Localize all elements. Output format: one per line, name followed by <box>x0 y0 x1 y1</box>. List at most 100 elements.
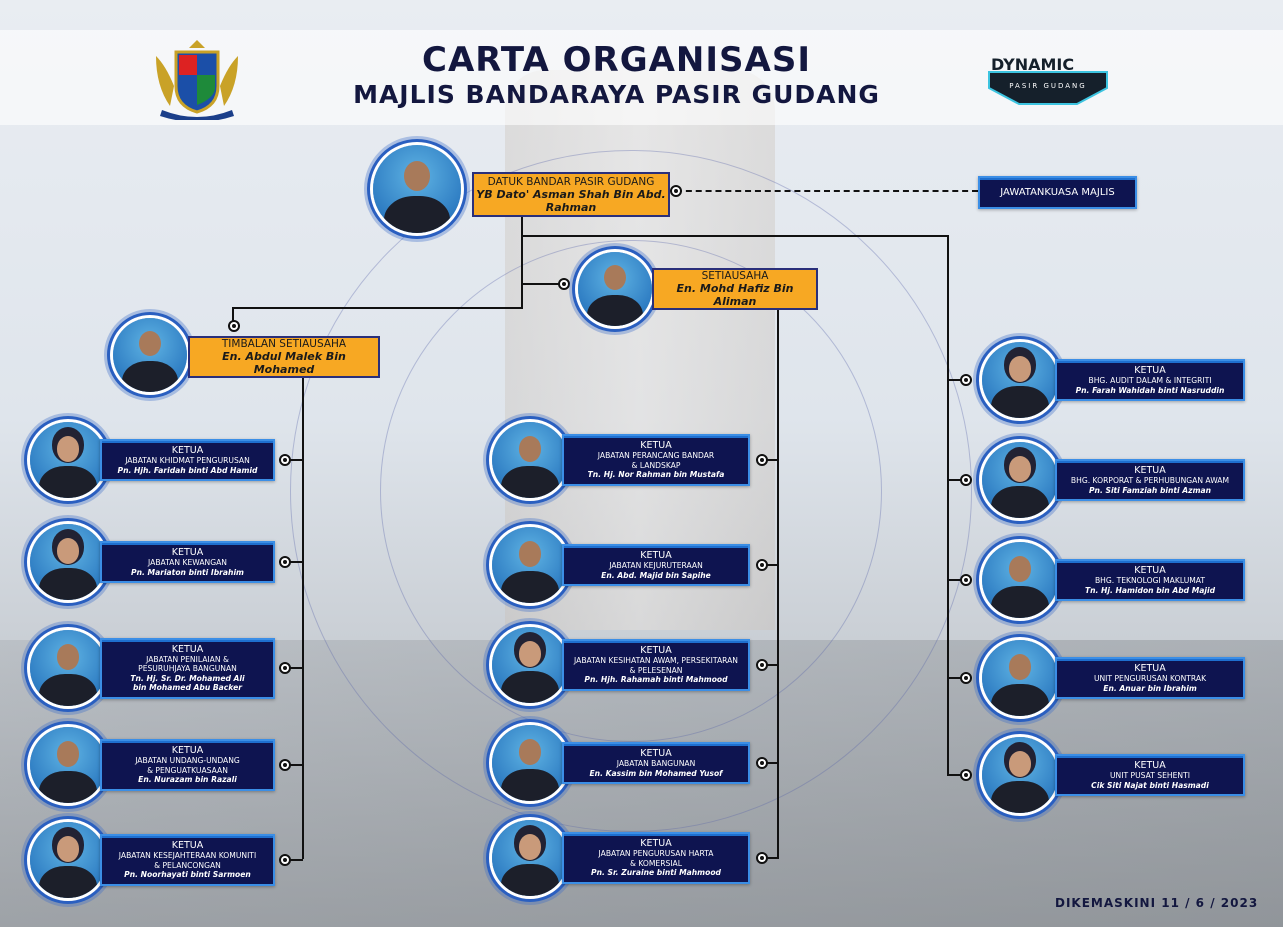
connector-line <box>521 283 563 285</box>
department-name: JABATAN PENILAIAN & <box>146 654 229 664</box>
connector-line <box>777 310 779 859</box>
department-name: JABATAN KESEJAHTERAAN KOMUNITI <box>118 851 257 861</box>
person-name: En. Anuar bin Ibrahim <box>1103 683 1197 693</box>
photo-right-4 <box>982 640 1058 716</box>
photo-right-1 <box>982 342 1058 418</box>
connector-dot <box>960 474 972 486</box>
photo-middle-2 <box>492 527 568 603</box>
photo-left-1 <box>30 422 106 498</box>
person-name: En. Abd. Majid bin Sapihe <box>601 570 711 580</box>
photo-middle-5 <box>492 820 568 896</box>
person-name: Pn. Hjh. Rahamah binti Mahmood <box>584 675 728 685</box>
committee-label: JAWATANKUASA MAJLIS <box>1000 187 1115 198</box>
department-name: & PENGUATKUASAAN <box>147 765 228 775</box>
person-name: Pn. Noorhayati binti Sarmoen <box>124 870 251 880</box>
jawatankuasa-majlis-box: JAWATANKUASA MAJLIS <box>978 176 1137 209</box>
connector-line <box>521 235 949 237</box>
photo-left-2 <box>30 524 106 600</box>
connector-line <box>232 307 234 325</box>
unit-title: KETUA <box>640 748 672 759</box>
connector-line <box>302 378 304 859</box>
connector-dot <box>756 559 768 571</box>
connector-dot <box>558 278 570 290</box>
setiausaha-box: SETIAUSAHA En. Mohd Hafiz Bin Aliman <box>652 268 818 310</box>
person-name: Tn. Hj. Hamidon bin Abd Majid <box>1084 585 1216 595</box>
connector-line <box>762 459 778 461</box>
person-name: En. Mohd Hafiz Bin Aliman <box>676 282 794 308</box>
unit-title: KETUA <box>640 645 672 657</box>
unit-title: KETUA <box>640 838 672 850</box>
connector-dot <box>756 659 768 671</box>
datuk-bandar-box: DATUK BANDAR PASIR GUDANG YB Dato' Asman… <box>472 172 670 217</box>
person-name: Cik Siti Najat binti Hasmadi <box>1091 780 1209 790</box>
connector-dot <box>228 320 240 332</box>
photo-left-4 <box>30 727 106 803</box>
unit-title: KETUA <box>171 840 204 852</box>
photo-middle-3 <box>492 627 568 703</box>
department-name: BHG. AUDIT DALAM & INTEGRITI <box>1088 376 1212 385</box>
department-name: JABATAN BANGUNAN <box>616 759 696 768</box>
person-name: Pn. Farah Wahidah binti Nasruddin <box>1075 385 1225 395</box>
connector-line <box>762 762 778 764</box>
photo-middle-4 <box>492 725 568 801</box>
connector-dot <box>279 854 291 866</box>
department-name: BHG. KORPORAT & PERHUBUNGAN AWAM <box>1070 476 1230 485</box>
photo-datuk-bandar <box>373 145 461 233</box>
connector-dot <box>756 454 768 466</box>
unit-title: KETUA <box>1134 663 1166 674</box>
connector-line <box>948 579 966 581</box>
connector-line <box>285 764 303 766</box>
connector-dot <box>756 757 768 769</box>
connector-line <box>521 217 523 309</box>
unit-title: KETUA <box>171 445 204 456</box>
person-name: Pn. Sr. Zuraine binti Mahmood <box>591 868 721 878</box>
department-name: BHG. TEKNOLOGI MAKLUMAT <box>1094 576 1206 585</box>
person-name: En. Kassim bin Mohamed Yusof <box>589 768 723 778</box>
photo-setiausaha <box>578 252 652 326</box>
department-name: JABATAN PERANCANG BANDAR <box>597 451 715 461</box>
unit-title: KETUA <box>1134 365 1166 376</box>
photo-middle-1 <box>492 422 568 498</box>
council-crest-logo <box>156 40 238 120</box>
unit-title: KETUA <box>640 440 672 452</box>
photo-left-3 <box>30 630 106 706</box>
connector-dot <box>279 662 291 674</box>
svg-text:DYNAMIC: DYNAMIC <box>991 55 1074 74</box>
person-name: Pn. Siti Famziah binti Azman <box>1088 485 1212 495</box>
background-ring <box>290 150 972 832</box>
person-name: YB Dato' Asman Shah Bin Abd. Rahman <box>476 187 666 214</box>
connector-line <box>948 379 966 381</box>
department-name: JABATAN PENGURUSAN HARTA <box>598 849 714 859</box>
person-name: bin Mohamed Abu Backer <box>133 683 242 692</box>
department-name: & PELESENAN <box>629 665 683 675</box>
connector-dot <box>279 454 291 466</box>
unit-title: KETUA <box>171 643 204 655</box>
unit-title: KETUA <box>171 547 204 558</box>
connector-line <box>762 664 778 666</box>
unit-title: KETUA <box>1134 565 1166 576</box>
connector-dot <box>279 759 291 771</box>
connector-dot <box>756 852 768 864</box>
connector-dot <box>960 374 972 386</box>
position-label: DATUK BANDAR PASIR GUDANG <box>487 175 655 188</box>
dashed-connector <box>676 190 978 192</box>
connector-line <box>285 459 303 461</box>
page-subtitle: MAJLIS BANDARAYA PASIR GUDANG <box>353 80 880 109</box>
department-name: JABATAN UNDANG-UNDANG <box>135 756 240 766</box>
department-name: JABATAN KEWANGAN <box>148 558 227 567</box>
dynamic-pasir-gudang-logo: DYNAMIC PASIR GUDANG <box>988 55 1108 105</box>
connector-line <box>285 561 303 563</box>
person-name: Pn. Hjh. Faridah binti Abd Hamid <box>117 465 258 475</box>
position-label: TIMBALAN SETIAUSAHA <box>221 338 347 350</box>
svg-text:PASIR GUDANG: PASIR GUDANG <box>1009 82 1086 90</box>
